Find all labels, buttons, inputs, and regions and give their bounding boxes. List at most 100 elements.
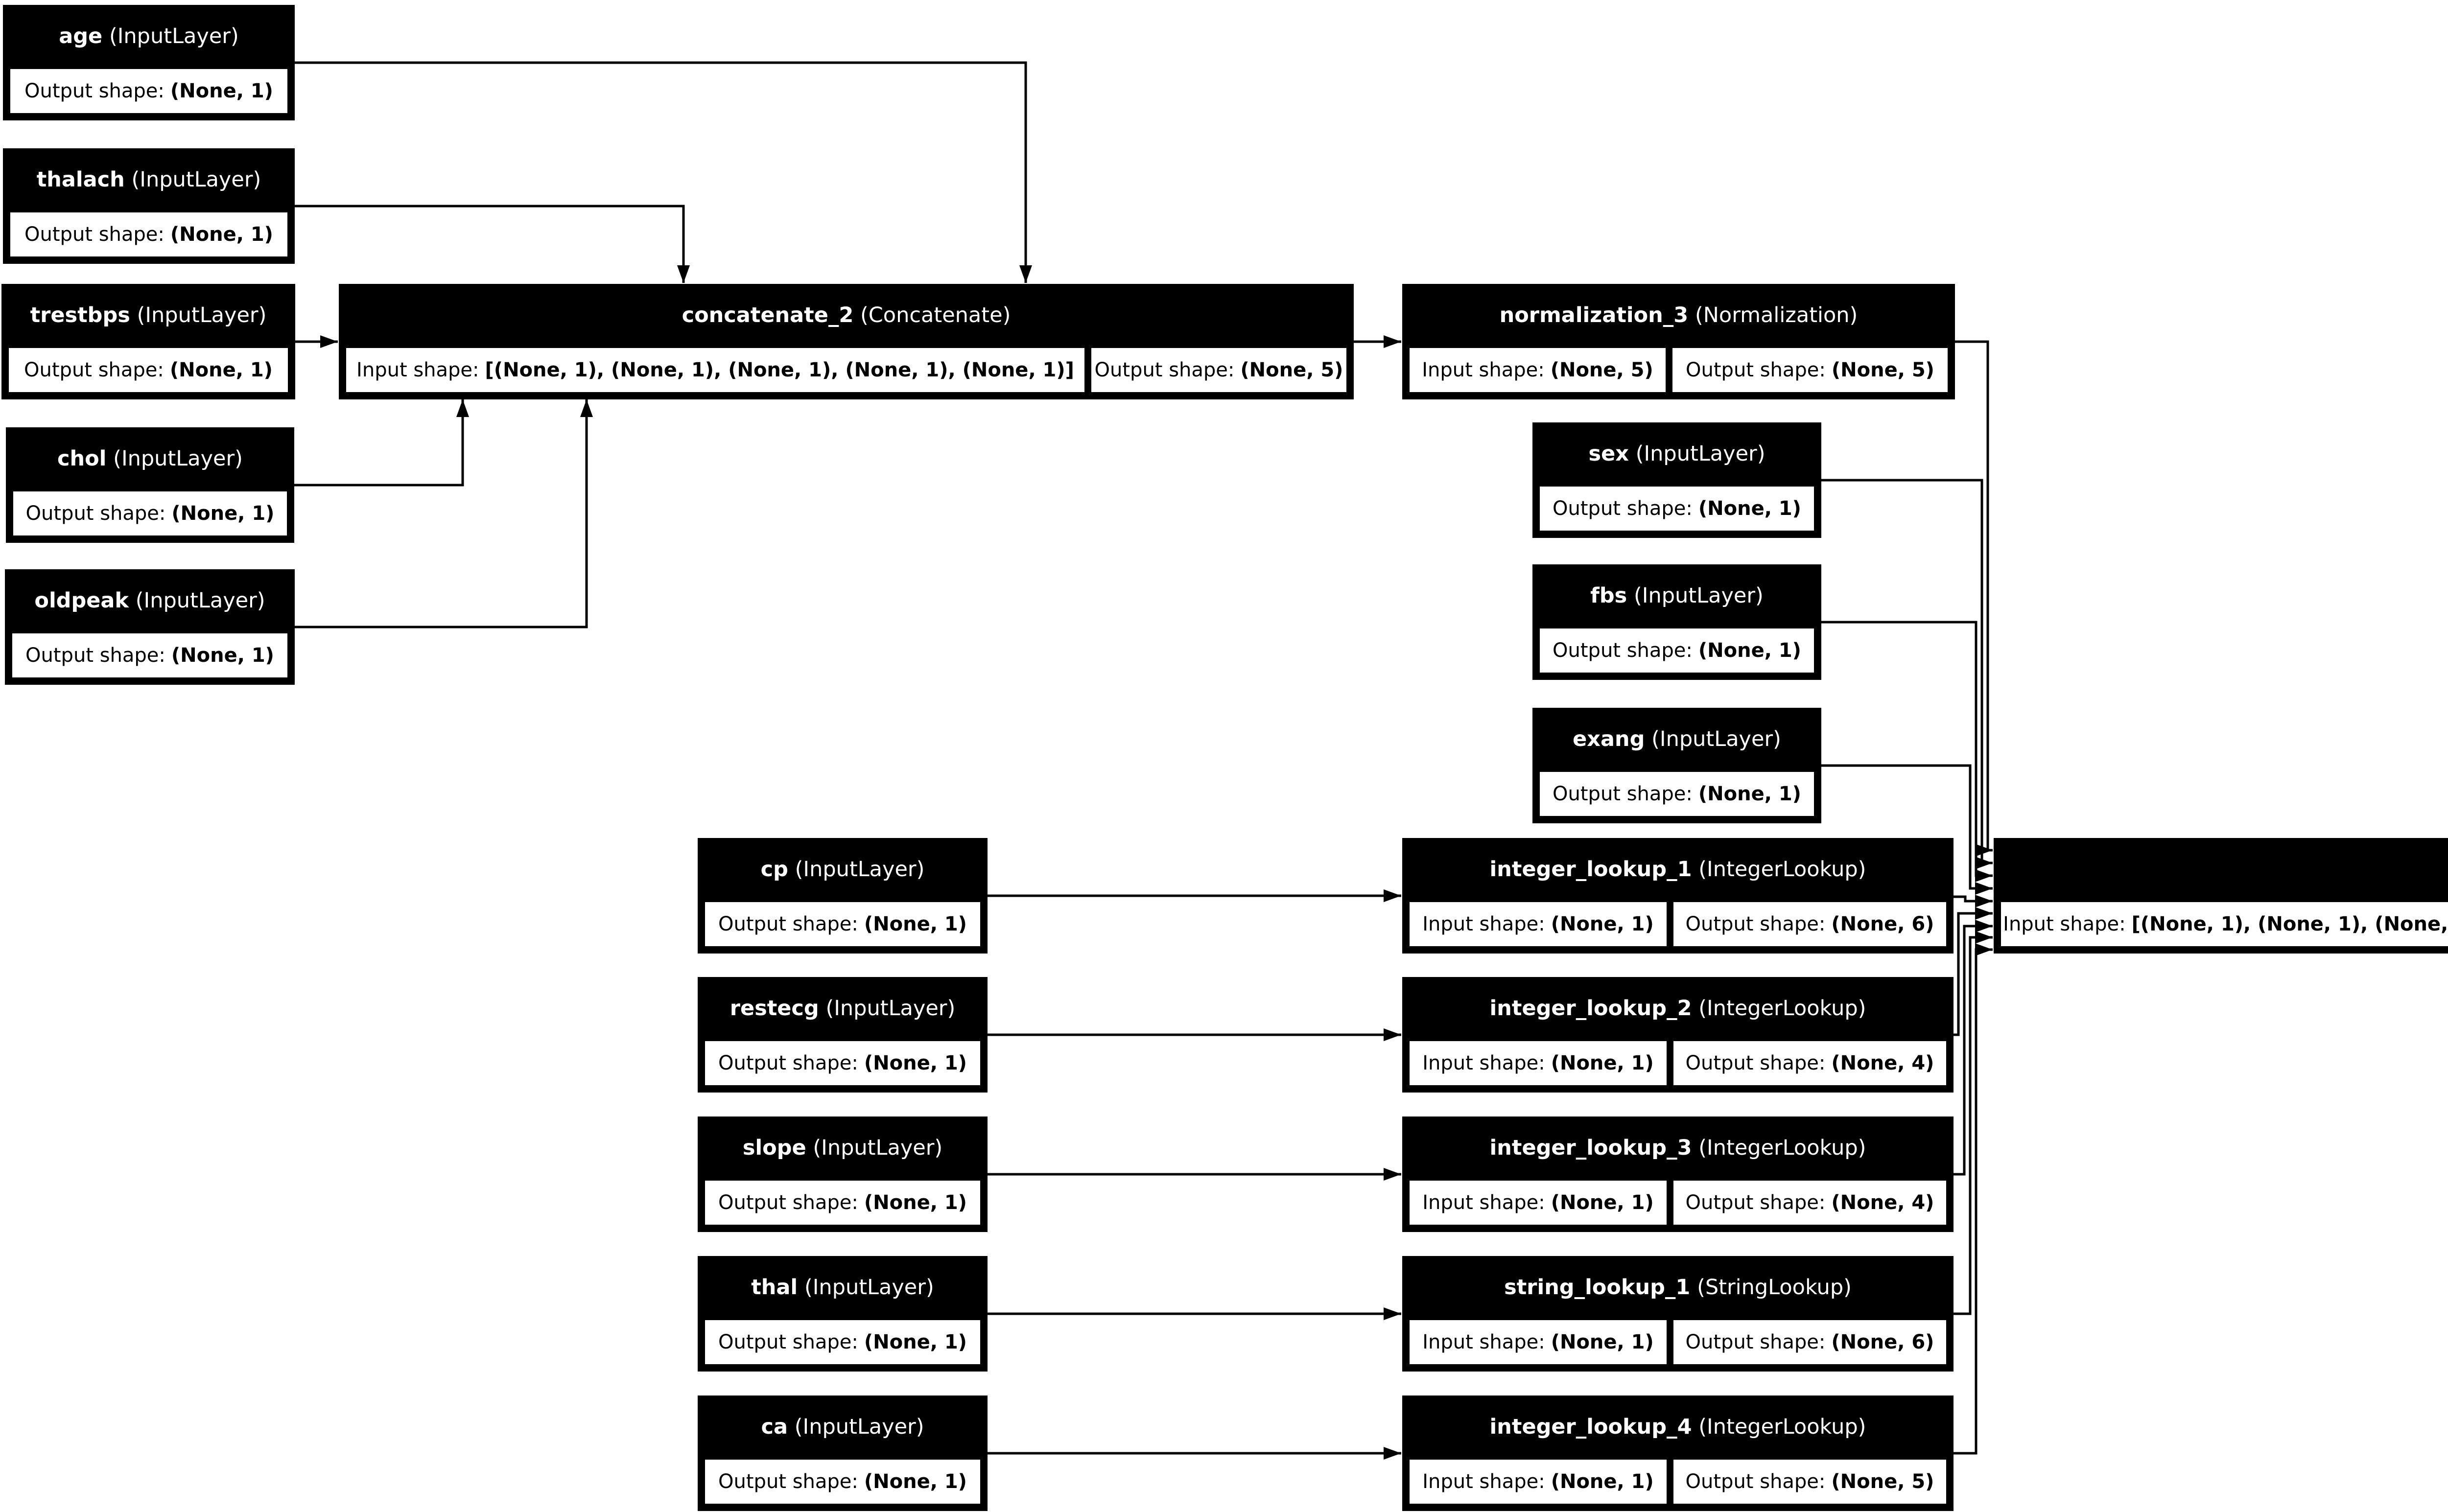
node-integer_lookup_3-title: integer_lookup_3(IntegerLookup) bbox=[1402, 1117, 1954, 1179]
node-restecg-title: restecg(InputLayer) bbox=[698, 977, 988, 1040]
output-shape-label: Output shape: bbox=[1553, 497, 1693, 520]
layer-type: (InputLayer) bbox=[813, 1136, 943, 1160]
layer-type: (InputLayer) bbox=[1634, 583, 1764, 608]
node-integer_lookup_3-output-shape-cell: Output shape:(None, 4) bbox=[1672, 1179, 1948, 1226]
node-chol: chol(InputLayer)Output shape:(None, 1) bbox=[6, 427, 294, 543]
node-slope: slope(InputLayer)Output shape:(None, 1) bbox=[698, 1117, 988, 1232]
layer-type: (InputLayer) bbox=[131, 167, 261, 192]
input-shape-value: [(None, 1), (None, 1), (None, 1), (None,… bbox=[485, 359, 1074, 381]
layer-type: (IntegerLookup) bbox=[1698, 1415, 1866, 1439]
output-shape-label: Output shape: bbox=[1685, 913, 1826, 935]
layer-name: string_lookup_1 bbox=[1504, 1275, 1691, 1300]
layer-type: (InputLayer) bbox=[794, 1415, 924, 1439]
output-shape-value: (None, 1) bbox=[864, 1331, 967, 1353]
node-integer_lookup_2-input-shape-cell: Input shape:(None, 1) bbox=[1408, 1040, 1668, 1087]
edge-integer_lookup_3-to-concatenate_3 bbox=[1954, 920, 1993, 1176]
layer-type: (Normalization) bbox=[1695, 303, 1858, 327]
node-sex-output-shape-cell: Output shape:(None, 1) bbox=[1538, 485, 1815, 532]
output-shape-value: (None, 4) bbox=[1831, 1052, 1934, 1074]
node-concatenate_3-input-shape-cell: Input shape:[(None, 1), (None, 1), (None… bbox=[2000, 901, 2448, 948]
output-shape-label: Output shape: bbox=[1685, 1191, 1826, 1214]
node-normalization_3-title: normalization_3(Normalization) bbox=[1402, 284, 1955, 347]
node-age-title: age(InputLayer) bbox=[3, 5, 295, 68]
output-shape-value: (None, 1) bbox=[1698, 497, 1801, 520]
layer-name: thal bbox=[751, 1275, 798, 1300]
output-shape-value: (None, 1) bbox=[864, 913, 967, 935]
node-cp-title: cp(InputLayer) bbox=[698, 838, 988, 901]
node-ca-title: ca(InputLayer) bbox=[698, 1396, 988, 1458]
edge-oldpeak-to-concatenate_2 bbox=[295, 399, 593, 628]
layer-name: integer_lookup_2 bbox=[1489, 996, 1692, 1021]
layer-type: (InputLayer) bbox=[109, 24, 239, 48]
edge-normalization_3-to-concatenate_3 bbox=[1955, 340, 1993, 857]
output-shape-value: (None, 1) bbox=[169, 359, 273, 381]
node-fbs: fbs(InputLayer) Output shape:(None, 1) bbox=[1532, 564, 1821, 680]
node-string_lookup_1-output-shape-cell: Output shape:(None, 6) bbox=[1672, 1319, 1948, 1366]
node-normalization_3-output-shape-cell: Output shape:(None, 5) bbox=[1671, 347, 1949, 394]
node-integer_lookup_4-title: integer_lookup_4(IntegerLookup) bbox=[1402, 1396, 1954, 1458]
node-fbs-title: fbs(InputLayer) bbox=[1532, 564, 1821, 627]
input-shape-label: Input shape: bbox=[1422, 1470, 1545, 1493]
node-slope-title: slope(InputLayer) bbox=[698, 1117, 988, 1179]
layer-name: exang bbox=[1573, 727, 1645, 751]
output-shape-value: (None, 1) bbox=[171, 644, 274, 667]
layer-name: normalization_3 bbox=[1499, 303, 1689, 327]
edge-integer_lookup_1-to-concatenate_3 bbox=[1954, 895, 1993, 907]
node-trestbps-output-shape-cell: Output shape:(None, 1) bbox=[7, 347, 289, 394]
node-restecg: restecg(InputLayer) Output shape: (None, 1… bbox=[698, 977, 988, 1093]
node-concatenate_3-title: concatenate_3(Concatenate) bbox=[1994, 838, 2448, 901]
node-integer_lookup_4-output-shape-cell: Output shape:(None, 5) bbox=[1672, 1458, 1948, 1505]
output-shape-label: Output shape: bbox=[25, 502, 166, 525]
node-concatenate_2-input-shape-cell: Input shape: [(None, 1), (None, 1), (None… bbox=[345, 347, 1086, 394]
node-thal-title: thal(InputLayer) bbox=[698, 1256, 988, 1319]
node-integer_lookup_1: integer_lookup_1(IntegerLookup)Input sha… bbox=[1402, 838, 1954, 954]
output-shape-label: Output shape: bbox=[718, 913, 858, 935]
layer-name: ca bbox=[761, 1415, 788, 1439]
node-string_lookup_1: string_lookup_1(StringLookup)Input shape… bbox=[1402, 1256, 1954, 1372]
output-shape-value: (None, 6) bbox=[1831, 1331, 1934, 1353]
edge-chol-to-concatenate_2 bbox=[294, 399, 469, 487]
node-integer_lookup_1-output-shape-cell: Output shape:(None, 6) bbox=[1672, 901, 1948, 948]
layer-type: (InputLayer) bbox=[804, 1275, 934, 1300]
node-chol-output-shape-cell: Output shape:(None, 1) bbox=[12, 490, 288, 537]
layer-name: chol bbox=[57, 446, 107, 471]
input-shape-value: (None, 1) bbox=[1551, 913, 1654, 935]
output-shape-label: Output shape: bbox=[1094, 359, 1235, 381]
output-shape-value: (None, 1) bbox=[864, 1191, 967, 1214]
output-shape-label: Output shape: bbox=[1553, 639, 1693, 662]
layer-type: (InputLayer) bbox=[1651, 727, 1781, 751]
node-concatenate_3: concatenate_3(Concatenate)Input shape:[(… bbox=[1994, 838, 2448, 954]
node-oldpeak: oldpeak(InputLayer) Output shape: (None, 1… bbox=[5, 569, 295, 685]
edge-exang-to-concatenate_3 bbox=[1821, 764, 1993, 895]
layer-type: (InputLayer) bbox=[135, 588, 265, 613]
layer-name: restecg bbox=[730, 996, 819, 1021]
output-shape-label: Output shape: bbox=[1685, 1331, 1826, 1353]
node-trestbps-title: trestbps(InputLayer) bbox=[1, 284, 295, 347]
input-shape-value: (None, 1) bbox=[1551, 1470, 1654, 1493]
output-shape-value: (None, 1) bbox=[170, 80, 273, 102]
output-shape-label: Output shape: bbox=[1685, 1470, 1826, 1493]
edge-thalach-to-concatenate_2 bbox=[295, 205, 690, 283]
node-exang-output-shape-cell: Output shape:(None, 1) bbox=[1538, 770, 1815, 817]
node-normalization_3-input-shape-cell: Input shape:(None, 5) bbox=[1408, 347, 1667, 394]
edge-sex-to-concatenate_3 bbox=[1821, 479, 1993, 869]
input-shape-label: Input shape: bbox=[2003, 913, 2126, 935]
layer-name: oldpeak bbox=[34, 588, 129, 613]
output-shape-value: (None, 1) bbox=[864, 1052, 967, 1074]
output-shape-value: (None, 1) bbox=[1698, 639, 1801, 662]
layer-type: (InputLayer) bbox=[137, 303, 267, 327]
node-normalization_3: normalization_3(Normalization)Input shap… bbox=[1402, 284, 1955, 399]
output-shape-label: Output shape: bbox=[25, 644, 165, 667]
output-shape-value: (None, 1) bbox=[864, 1470, 967, 1493]
input-shape-label: Input shape: bbox=[1422, 913, 1545, 935]
output-shape-label: Output shape: bbox=[24, 80, 165, 102]
node-ca: ca(InputLayer) Output shape: (None, 1) bbox=[698, 1396, 988, 1511]
output-shape-value: (None, 1) bbox=[1698, 783, 1801, 805]
output-shape-label: Output shape: bbox=[718, 1470, 858, 1493]
output-shape-label: Output shape: bbox=[718, 1052, 858, 1074]
output-shape-value: (None, 1) bbox=[171, 502, 275, 525]
node-slope-output-shape-cell: Output shape:(None, 1) bbox=[704, 1179, 982, 1226]
input-shape-label: Input shape: bbox=[356, 359, 479, 381]
node-integer_lookup_4: integer_lookup_4(IntegerLookup) Input sha… bbox=[1402, 1396, 1954, 1511]
